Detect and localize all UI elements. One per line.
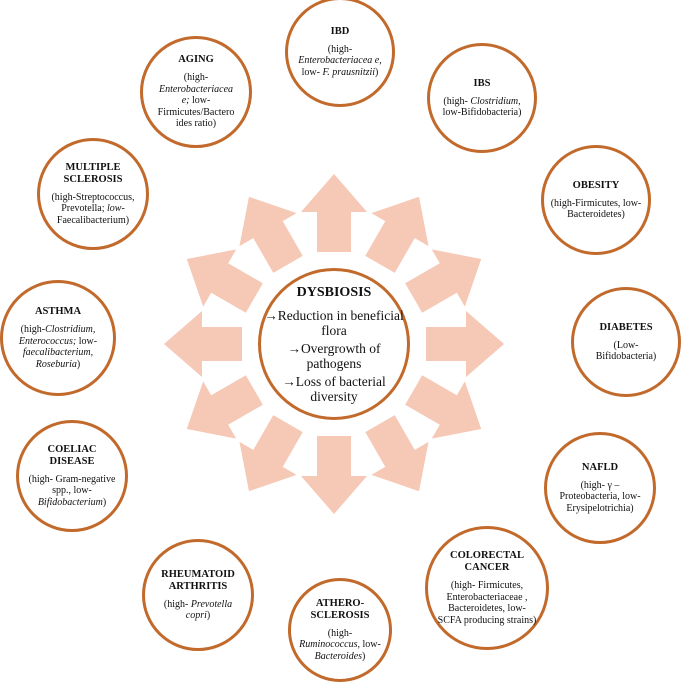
arrows-group xyxy=(164,174,504,514)
node-description: (high-Clostridium, Enterococcus; low-fae… xyxy=(12,324,104,370)
desc-italic-segment: Clostridium, xyxy=(470,95,521,107)
desc-segment: (Low-Bifidobacteria) xyxy=(595,339,657,363)
desc-segment: (high- γ –Proteobacteria, low-Erysipelot… xyxy=(559,479,641,514)
desc-segment: low-Firmicutes/Bactero ides ratio) xyxy=(157,95,235,130)
arrow-coeliac xyxy=(186,375,263,439)
desc-segment: Faecalibacterium) xyxy=(56,214,130,226)
node-title: RHEUMATOID ARTHRITIS xyxy=(161,568,235,592)
node-description: (Low-Bifidobacteria) xyxy=(588,340,664,363)
node-diabetes: DIABETES (Low-Bifidobacteria) xyxy=(571,287,681,397)
node-description: (high-Enterobacteriacea e; low-Firmicute… xyxy=(154,72,238,130)
desc-segment: , low- xyxy=(357,639,381,651)
center-line-1: →Reduction in beneficial flora xyxy=(264,307,404,338)
arrow-nafld xyxy=(405,375,482,439)
arrow-ra xyxy=(239,415,303,492)
desc-segment: ) xyxy=(362,650,366,662)
node-description: (high-Enterobacteriacea e, low- F. praus… xyxy=(297,44,383,79)
desc-italic-segment: F. prausnitzii xyxy=(322,66,376,78)
node-description: (high-Ruminococcus, low-Bacteroides) xyxy=(298,628,382,663)
desc-segment: (high- Firmicutes, Enterobacteriaceae , … xyxy=(437,580,537,626)
arrow-colorectal xyxy=(365,415,429,492)
desc-italic-segment: Ruminococcus xyxy=(299,639,358,651)
arrow-ms xyxy=(186,249,263,313)
desc-italic-segment: Bacteroides xyxy=(314,650,363,662)
node-title: MULTIPLE SCLEROSIS xyxy=(63,161,123,185)
node-description: (high- Clostridium, low-Bifidobacteria) xyxy=(442,96,522,119)
arrow-athero xyxy=(301,436,367,514)
node-title: COELIAC DISEASE xyxy=(47,443,97,467)
desc-segment: ) xyxy=(76,358,81,370)
node-athero: ATHERO-SCLEROSIS (high-Ruminococcus, low-… xyxy=(288,578,392,682)
arrow-asthma xyxy=(164,311,242,377)
node-ibd: IBD (high-Enterobacteriacea e, low- F. pr… xyxy=(285,0,395,107)
arrow-ibd xyxy=(301,174,367,252)
node-title: ASTHMA xyxy=(34,306,82,317)
arrow-diabetes xyxy=(426,311,504,377)
desc-italic-segment: Clostridium, Enterococcus; xyxy=(18,324,96,347)
node-description: (high-Streptococcus, Prevotella; low-Fae… xyxy=(46,192,140,227)
node-title: IBS xyxy=(473,77,491,89)
node-description: (high- Prevotella copri) xyxy=(153,599,243,622)
node-ms: MULTIPLE SCLEROSIS (high-Streptococcus, P… xyxy=(37,138,149,250)
desc-italic-segment: Prevotella copri xyxy=(185,598,233,622)
desc-segment: (high- xyxy=(163,598,191,610)
node-ra: RHEUMATOID ARTHRITIS (high- Prevotella co… xyxy=(142,539,254,651)
desc-segment: low- xyxy=(76,335,98,347)
desc-segment: (high-Firmicutes, low-Bacteroidetes) xyxy=(550,197,642,221)
node-title: ATHERO-SCLEROSIS xyxy=(310,597,370,621)
desc-segment: (high- xyxy=(327,43,353,55)
node-title: NAFLD xyxy=(581,461,619,473)
desc-segment: (high-Streptococcus, Prevotella; xyxy=(51,191,135,215)
center-title: DYSBIOSIS xyxy=(296,284,372,300)
desc-segment: (high- xyxy=(327,627,353,639)
desc-segment: (high- Gram-negative spp., low- xyxy=(28,473,116,497)
node-title: DIABETES xyxy=(599,321,653,333)
node-obesity: OBESITY (high-Firmicutes, low-Bacteroidet… xyxy=(541,145,651,255)
node-title: OBESITY xyxy=(572,179,620,191)
node-aging: AGING (high-Enterobacteriacea e; low-Firm… xyxy=(140,36,252,148)
node-colorectal: COLORECTAL CANCER (high- Firmicutes, Ente… xyxy=(425,526,549,650)
node-title: IBD xyxy=(330,25,350,37)
desc-segment: , low- xyxy=(301,55,382,78)
desc-segment: (high- xyxy=(443,95,471,107)
center-line-2: →Overgrowth of pathogens xyxy=(287,340,381,371)
node-title: COLORECTAL CANCER xyxy=(450,550,524,573)
arrow-ibs xyxy=(365,196,429,273)
node-nafld: NAFLD (high- γ –Proteobacteria, low-Erysi… xyxy=(544,432,656,544)
node-description: (high- Gram-negative spp., low-Bifidobac… xyxy=(26,474,118,509)
center-dysbiosis: DYSBIOSIS →Reduction in beneficial flora… xyxy=(258,268,410,420)
node-coeliac: COELIAC DISEASE (high- Gram-negative spp.… xyxy=(16,420,128,532)
desc-italic-segment: Enterobacteriacea e xyxy=(298,55,380,67)
node-description: (high-Firmicutes, low-Bacteroidetes) xyxy=(548,198,644,221)
desc-italic-segment: low- xyxy=(107,203,125,215)
desc-segment: ) xyxy=(375,66,379,78)
desc-italic-segment: Bifidobacterium xyxy=(37,496,103,508)
arrow-obesity xyxy=(405,249,482,313)
node-ibs: IBS(high- Clostridium, low-Bifidobacteri… xyxy=(427,43,537,153)
desc-segment: (high- xyxy=(20,324,46,335)
node-title: AGING xyxy=(178,54,214,66)
desc-segment: (high- xyxy=(183,72,209,84)
desc-segment: ) xyxy=(102,496,107,508)
desc-italic-segment: faecalibacterium, Roseburia xyxy=(22,347,94,370)
desc-segment: ) xyxy=(206,610,211,621)
center-line-3: →Loss of bacterial diversity xyxy=(282,373,386,404)
arrow-aging xyxy=(239,196,303,273)
node-description: (high- γ –Proteobacteria, low-Erysipelot… xyxy=(555,480,645,515)
desc-segment: low-Bifidobacteria) xyxy=(442,107,522,118)
node-asthma: ASTHMA (high-Clostridium, Enterococcus; l… xyxy=(0,280,116,396)
node-description: (high- Firmicutes, Enterobacteriaceae , … xyxy=(437,580,537,626)
desc-italic-segment: Enterobacteriacea e; xyxy=(158,83,234,107)
